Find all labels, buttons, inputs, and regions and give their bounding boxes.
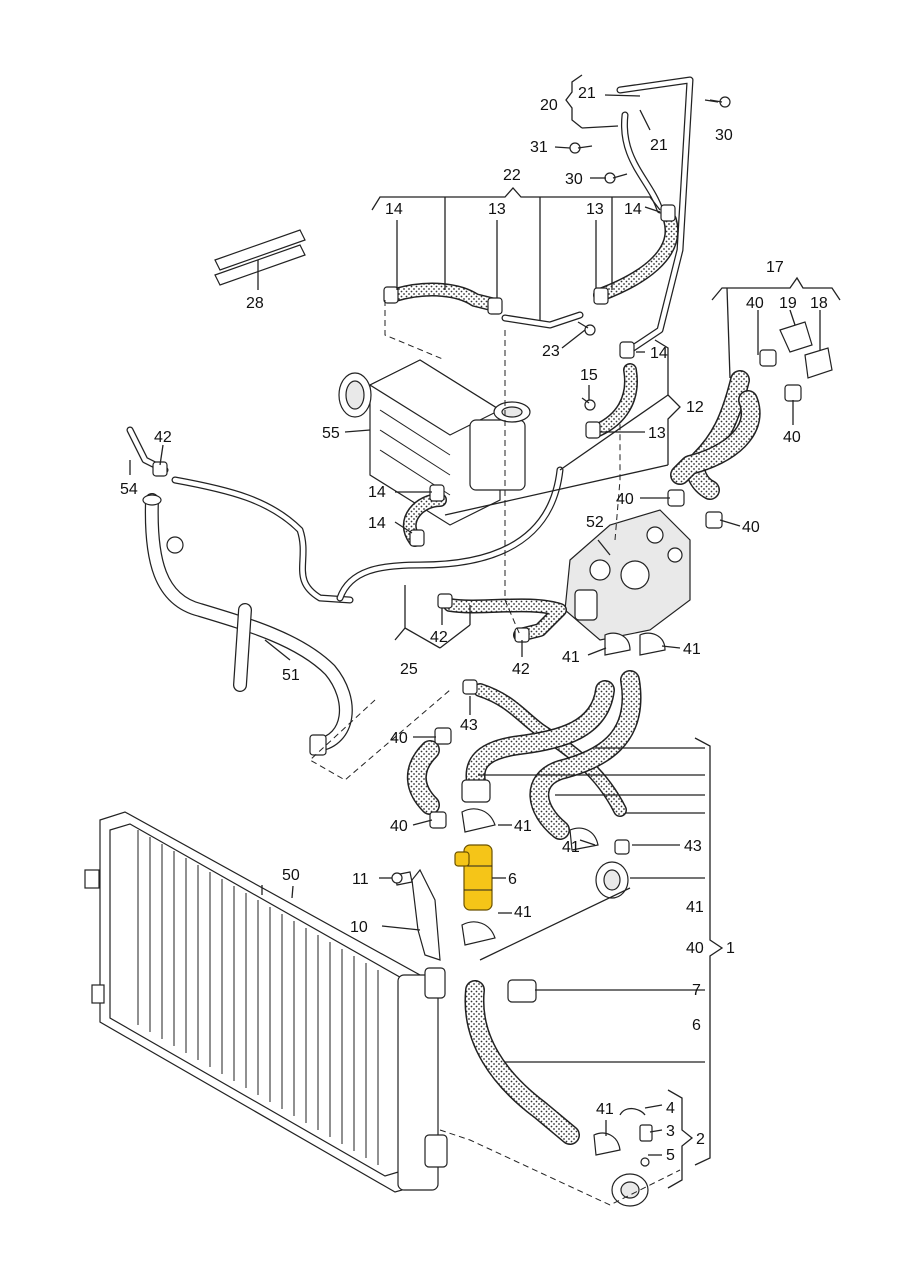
charge-air-cooler (338, 359, 531, 526)
callout-brackets (129, 74, 841, 1189)
label-41-f: 41 (686, 899, 704, 916)
label-40-b: 40 (783, 429, 801, 446)
label-14-e: 14 (368, 515, 386, 532)
label-3: 3 (666, 1123, 675, 1140)
label-41-d: 41 (562, 839, 580, 856)
label-6-a: 6 (508, 871, 517, 888)
label-41-a: 41 (562, 649, 580, 666)
connecting-pipe-highlighted (454, 844, 493, 911)
label-14-c: 14 (650, 345, 668, 362)
hose-clamps (152, 204, 802, 1156)
radiator (84, 811, 448, 1193)
upper-coolant-line (501, 76, 694, 354)
label-40-g: 40 (686, 940, 704, 957)
label-13-c: 13 (648, 425, 666, 442)
label-42-a: 42 (154, 429, 172, 446)
radiator-fins (137, 830, 379, 1165)
label-42-b: 42 (430, 629, 448, 646)
label-11: 11 (352, 871, 369, 888)
label-5: 5 (666, 1147, 675, 1164)
label-4: 4 (666, 1100, 675, 1117)
label-51: 51 (282, 667, 300, 684)
dashed-leaders (309, 300, 681, 1206)
label-6-b: 6 (692, 1017, 701, 1034)
label-41-b: 41 (683, 641, 701, 658)
label-12: 12 (686, 399, 704, 416)
label-42-c: 42 (512, 661, 530, 678)
label-40-d: 40 (742, 519, 760, 536)
label-40-e: 40 (390, 730, 408, 747)
label-14-d: 14 (368, 484, 386, 501)
coolant-pipe (142, 493, 353, 756)
label-52: 52 (586, 514, 604, 531)
label-18: 18 (810, 295, 828, 312)
label-41-c: 41 (514, 818, 532, 835)
label-21-top: 21 (578, 85, 596, 102)
label-40-c: 40 (616, 491, 634, 508)
label-43-b: 43 (684, 838, 702, 855)
label-13-b: 13 (586, 201, 604, 218)
label-41-g: 41 (596, 1101, 614, 1118)
label-41-e: 41 (514, 904, 532, 921)
label-30: 30 (565, 171, 583, 188)
bleed-line (126, 426, 564, 604)
label-13-a: 13 (488, 201, 506, 218)
coolant-hoses (388, 213, 761, 1145)
label-1: 1 (726, 940, 735, 957)
label-2: 2 (696, 1131, 705, 1148)
label-43-a: 43 (460, 717, 478, 734)
label-21: 21 (650, 137, 668, 154)
label-54: 54 (120, 481, 138, 498)
label-40-a: 40 (746, 295, 764, 312)
label-30-top: 30 (715, 127, 733, 144)
label-23: 23 (542, 343, 560, 360)
label-22: 22 (503, 167, 521, 184)
connectors (214, 229, 833, 1207)
label-17: 17 (766, 259, 784, 276)
label-7: 7 (692, 982, 701, 999)
label-25: 25 (400, 661, 418, 678)
label-14-a: 14 (385, 201, 403, 218)
label-10: 10 (350, 919, 368, 936)
label-20: 20 (540, 97, 558, 114)
label-50: 50 (282, 867, 300, 884)
label-19: 19 (779, 295, 797, 312)
label-28: 28 (246, 295, 264, 312)
label-55: 55 (322, 425, 340, 442)
label-40-f: 40 (390, 818, 408, 835)
label-15: 15 (580, 367, 598, 384)
label-31: 31 (530, 139, 548, 156)
label-14-b: 14 (624, 201, 642, 218)
fasteners (391, 96, 731, 1167)
coolant-pump-housing (564, 509, 691, 641)
callout-labels: 21 20 21 30 31 30 22 14 13 13 14 28 23 1… (120, 85, 828, 1164)
